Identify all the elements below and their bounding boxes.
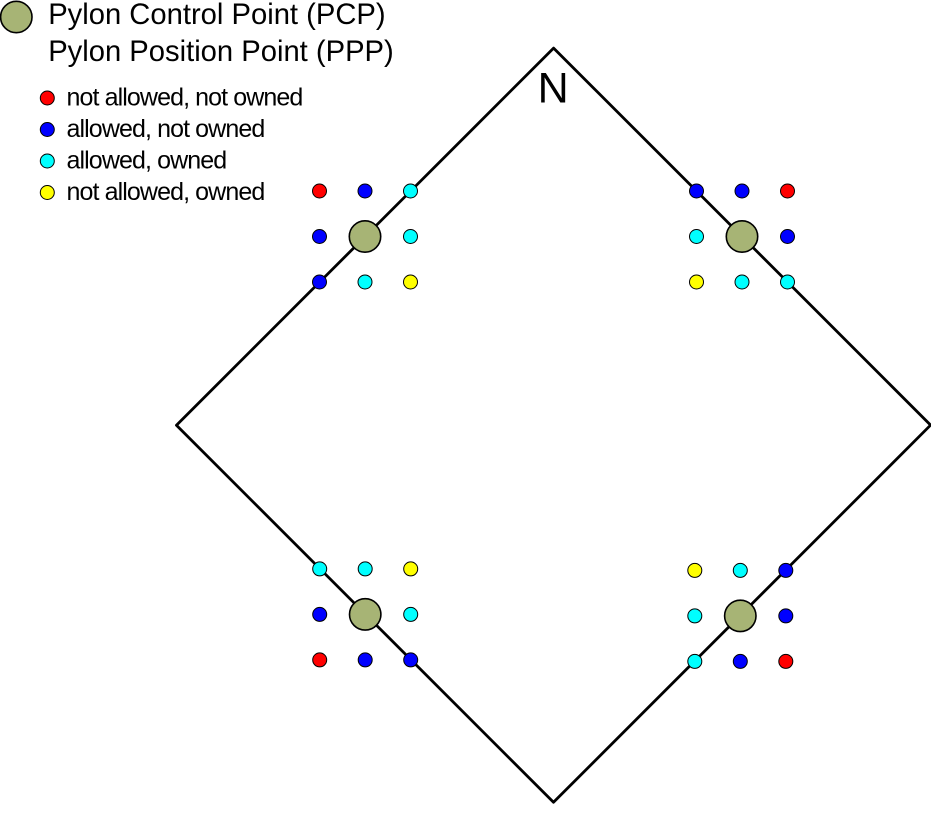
svg-text:not allowed, not owned: not allowed, not owned (67, 84, 303, 112)
svg-text:N: N (538, 65, 569, 113)
svg-text:Pylon Position Point (PPP): Pylon Position Point (PPP) (48, 36, 394, 68)
svg-text:Pylon Control Point (PCP): Pylon Control Point (PCP) (48, 0, 385, 31)
svg-text:not allowed, owned: not allowed, owned (67, 178, 265, 206)
svg-text:allowed, owned: allowed, owned (67, 146, 227, 174)
svg-text:allowed, not owned: allowed, not owned (67, 115, 265, 143)
